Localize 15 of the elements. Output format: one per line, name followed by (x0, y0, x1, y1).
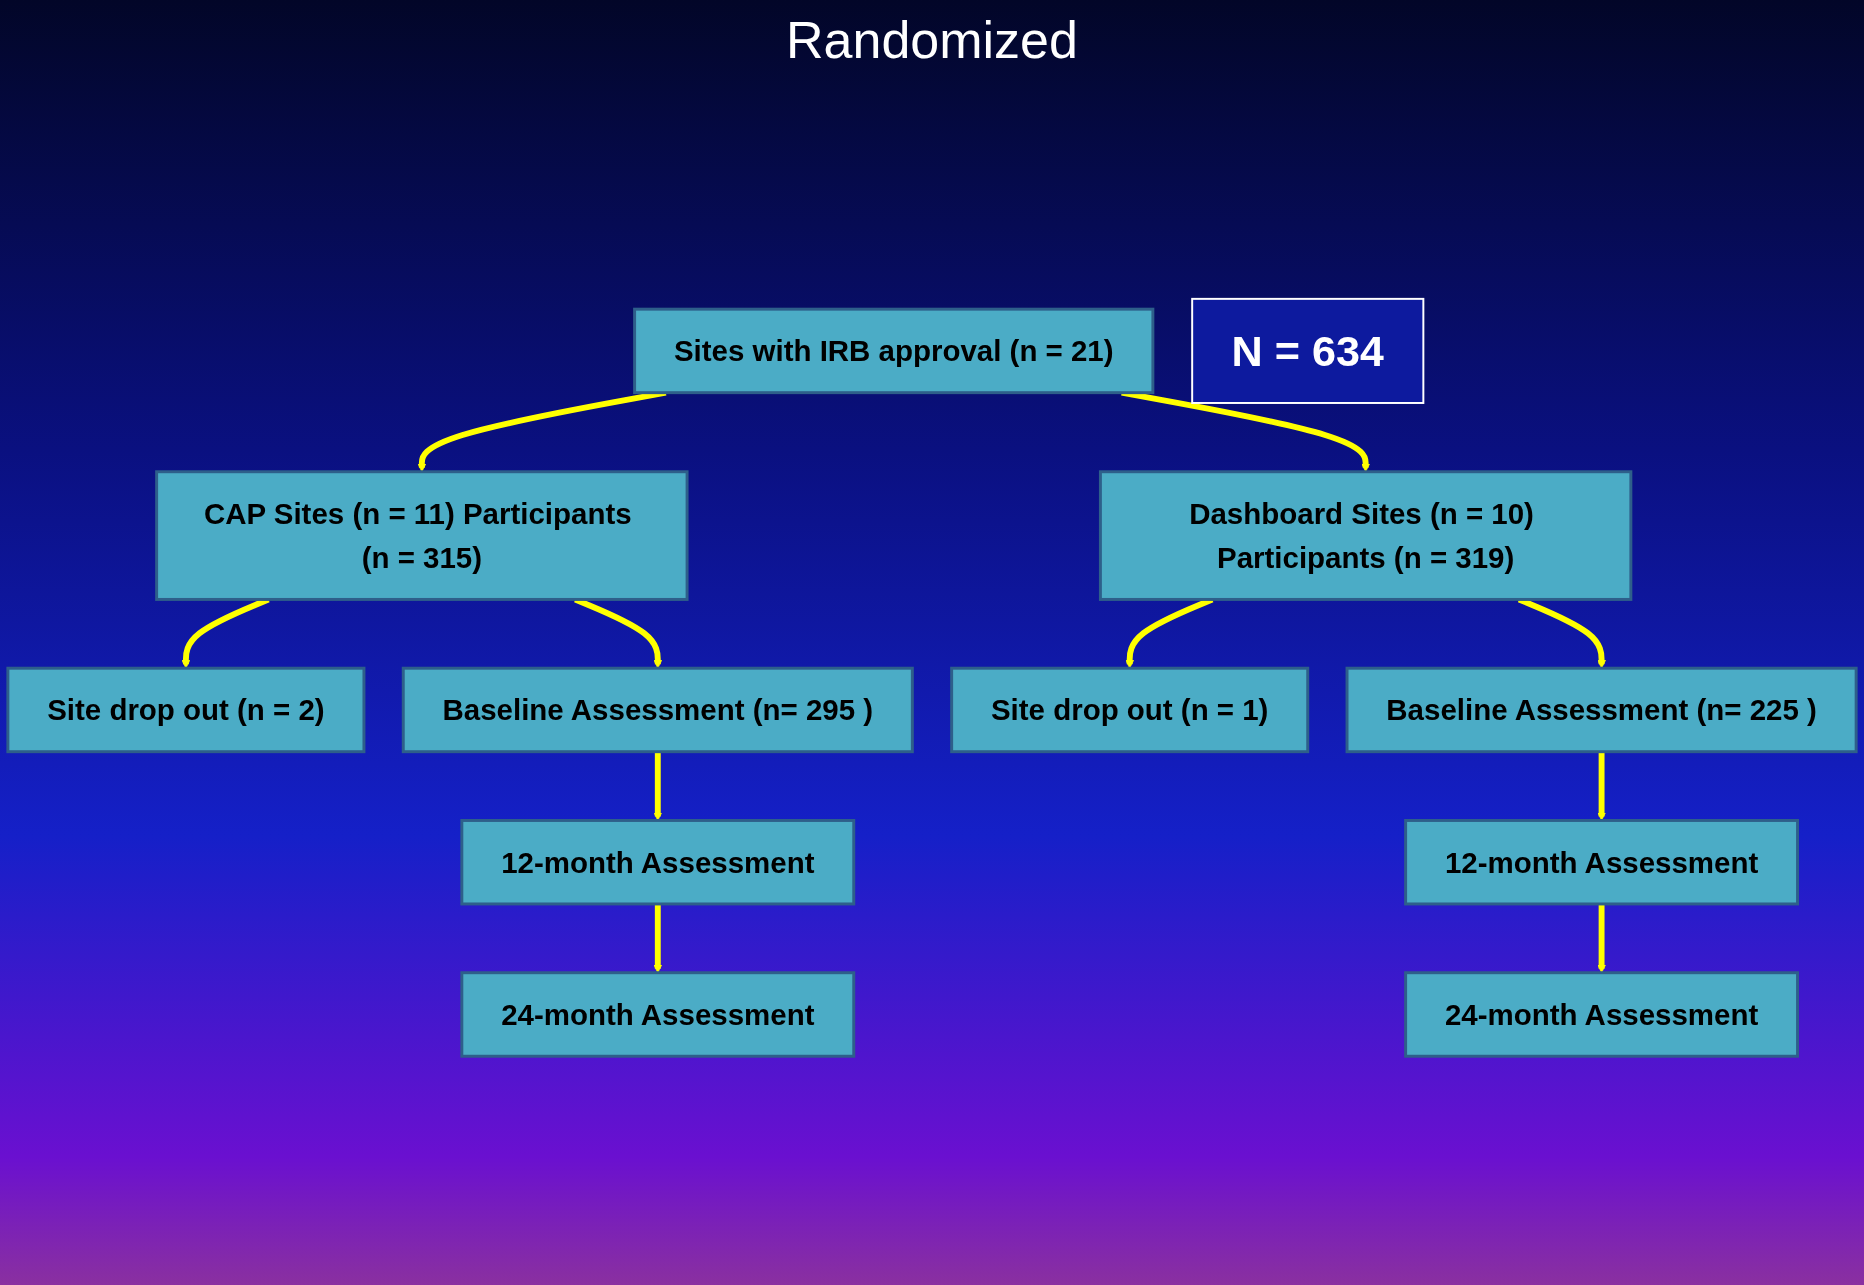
node-box: Sites with IRB approval (n = 21) (633, 307, 1155, 395)
node-box: Dashboard Sites (n = 10) Participants (n = 319) (1098, 470, 1633, 601)
node-box: Baseline Assessment (n= 225 ) (1345, 666, 1858, 754)
node-box: 12-month Assessment (460, 818, 856, 906)
node-box: Site drop out (n = 2) (6, 666, 366, 754)
node-box: N = 634 (1191, 297, 1425, 404)
node-box: 24-month Assessment (460, 971, 856, 1058)
node-box: 12-month Assessment (1404, 818, 1800, 906)
arrow (653, 751, 663, 821)
annotation-text: Randomized (786, 10, 1078, 70)
node-box: Site drop out (n = 1) (950, 666, 1310, 754)
node-box: Baseline Assessment (n= 295 ) (401, 666, 914, 754)
arrow (1597, 751, 1606, 821)
node-box: 24-month Assessment (1404, 971, 1800, 1058)
node-box: CAP Sites (n = 11) Participants (n = 315) (155, 470, 689, 601)
